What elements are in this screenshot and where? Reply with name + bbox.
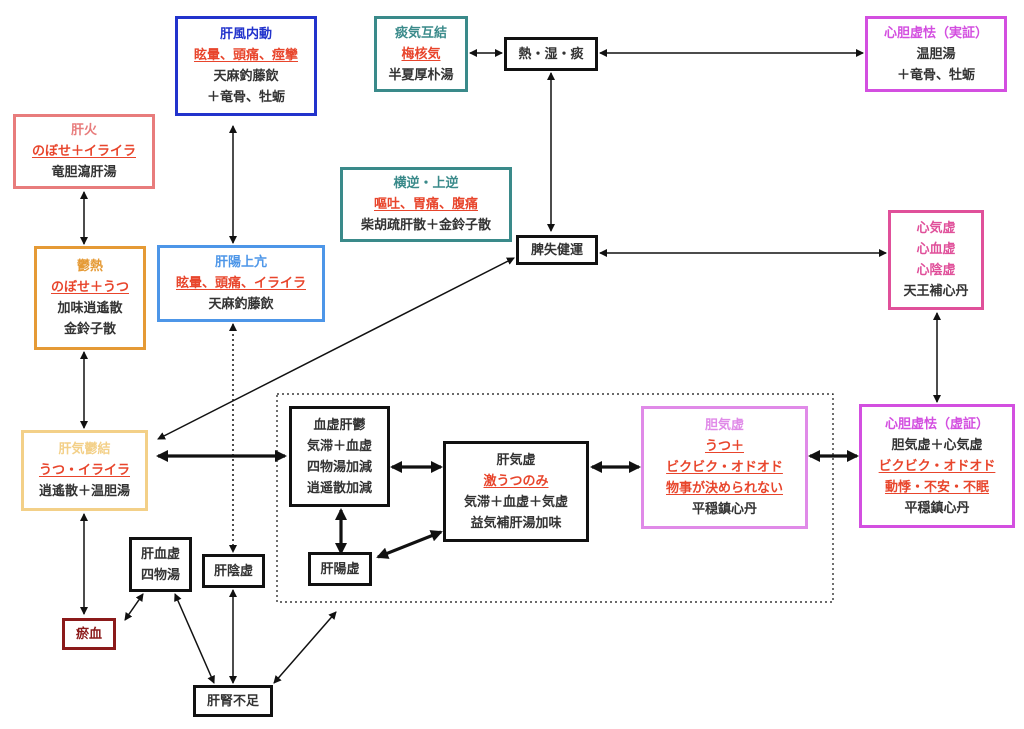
utsunetsu-line-0: 鬱熱 (76, 259, 103, 274)
kanka-line-1: のぼせ＋イライラ (31, 144, 136, 159)
shinki-line-2: 心陰虚 (916, 263, 956, 278)
tankikyo-line-4: 平穏鎮心丹 (691, 502, 757, 517)
ougyaku-line-1: 嘔吐、胃痛、腹痛 (373, 197, 478, 212)
arrow-kanketsu-kanjin (174, 593, 215, 684)
kanfu-line-0: 肝風内動 (219, 27, 272, 42)
box-kanki-kyo: 肝気虚激うつのみ気滞＋血虚＋気虚益気補肝湯加味 (443, 441, 589, 542)
box-kan-youkyo: 肝陽虚 (308, 552, 372, 586)
kanki-ukketsu-line-1: うつ・イライラ (38, 463, 130, 478)
ougyaku-line-2: 柴胡疏肝散＋金鈴子散 (360, 218, 491, 233)
shintan-kyo-line-2: ビクビク・オドオド (878, 458, 996, 474)
kankikyo-line-3: 益気補肝湯加味 (470, 515, 562, 531)
box-kanjin-fusoku: 肝腎不足 (193, 685, 273, 717)
shinki-line-0: 心気虚 (916, 221, 956, 236)
shintan-kyo-line-3: 動悸・不安・不眠 (884, 479, 989, 495)
kekkyo-line-0: 血虚肝鬱 (313, 417, 366, 433)
hishitsu-line-0: 脾失健運 (530, 242, 583, 258)
shintan-jitsu-line-1: 温胆湯 (916, 46, 956, 62)
shintan-jitsu-line-2: ＋竜骨、牡蛎 (896, 67, 975, 83)
box-kanfu-naido: 肝風内動眩暈、頭痛、痙攣天麻釣藤飲 ＋竜骨、牡蛎 (175, 16, 317, 116)
arrow-kanketsu-oketsu (124, 593, 144, 621)
netsu-line-0: 熱・湿・痰 (518, 46, 584, 62)
arrow-kanyo-kankikyo (376, 530, 443, 559)
utsunetsu-line-2: 加味逍遙散 (57, 301, 123, 316)
kanki-ukketsu-line-2: 逍遙散＋温胆湯 (38, 484, 130, 499)
kankikyo-line-2: 気滞＋血虚＋気虚 (463, 494, 568, 510)
shinki-line-1: 心血虚 (916, 242, 956, 257)
kanfu-line-2: 天麻釣藤飲 (213, 69, 279, 84)
kanjin-line-0: 肝腎不足 (206, 693, 259, 709)
shintan-jitsu-line-0: 心胆虚怯（実証） (883, 25, 988, 41)
oketsu-line-0: 瘀血 (75, 626, 102, 642)
box-kan-inkyo: 肝陰虚 (202, 554, 265, 588)
box-shintan-kyokyo-jissho: 心胆虚怯（実証） 温胆湯 ＋竜骨、牡蛎 (865, 16, 1007, 92)
kanyou-line-2: 天麻釣藤飲 (208, 297, 274, 312)
arrow-frame-kanjin (273, 611, 337, 684)
dotted-group-frame (276, 393, 834, 603)
box-tanki-goketsu: 痰気互結梅核気半夏厚朴湯 (374, 16, 468, 92)
tankikyo-line-1: うつ＋ (704, 439, 744, 454)
kanyou-line-1: 眩暈、頭痛、イライラ (175, 276, 306, 291)
kanketsu-line-0: 肝血虚 (140, 546, 180, 562)
tanki-line-2: 半夏厚朴湯 (388, 67, 454, 83)
box-oketsu: 瘀血 (62, 618, 116, 650)
tankikyo-line-2: ビクビク・オドオド (666, 460, 783, 475)
utsunetsu-line-1: のぼせ＋うつ (50, 280, 129, 295)
kankikyo-line-0: 肝気虚 (496, 452, 536, 468)
tanki-line-1: 梅核気 (401, 46, 441, 62)
box-kekkyo-kanutsu: 血虚肝鬱気滞＋血虚四物湯加減逍遥散加減 (289, 406, 390, 507)
box-shinki-kyo: 心気虚心血虚心陰虚天王補心丹 (888, 210, 984, 310)
kanin-line-0: 肝陰虚 (213, 563, 253, 579)
kanfu-line-3: ＋竜骨、牡蛎 (206, 90, 285, 105)
box-hishitsu-kenun: 脾失健運 (516, 235, 598, 265)
shintan-kyo-line-1: 胆気虚＋心気虚 (891, 437, 983, 453)
box-kanyou-joukou: 肝陽上亢眩暈、頭痛、イライラ天麻釣藤飲 (157, 245, 325, 322)
kanketsu-line-1: 四物湯 (140, 567, 180, 583)
kankikyo-line-1: 激うつのみ (483, 473, 549, 489)
shintan-kyo-line-4: 平穏鎮心丹 (904, 500, 970, 516)
tanki-line-0: 痰気互結 (394, 25, 447, 41)
kekkyo-line-2: 四物湯加減 (306, 459, 372, 475)
tankikyo-line-3: 物事が決められない (665, 481, 783, 496)
kanki-ukketsu-line-0: 肝気鬱結 (58, 442, 111, 457)
box-shintan-kyokyo-kyosho: 心胆虚怯（虚証） 胆気虚＋心気虚ビクビク・オドオド動悸・不安・不眠平穏鎮心丹 (859, 404, 1015, 528)
box-kanki-ukketsu: 肝気鬱結うつ・イライラ逍遙散＋温胆湯 (21, 430, 148, 511)
box-kan-kekkyo: 肝血虚四物湯 (129, 537, 192, 592)
kanka-line-2: 竜胆瀉肝湯 (51, 165, 117, 180)
kanka-line-0: 肝火 (70, 123, 97, 138)
tankikyo-line-0: 胆気虚 (704, 418, 744, 433)
kekkyo-line-3: 逍遥散加減 (306, 480, 372, 496)
shintan-kyo-line-0: 心胆虚怯（虚証） (884, 416, 989, 432)
box-ougyaku-jougyaku: 横逆・上逆嘔吐、胃痛、腹痛柴胡疏肝散＋金鈴子散 (340, 167, 512, 242)
kanyou-line-0: 肝陽上亢 (214, 255, 267, 270)
box-netsu-shitsu-tan: 熱・湿・痰 (504, 37, 598, 71)
kekkyo-line-1: 気滞＋血虚 (306, 438, 372, 454)
shinki-line-3: 天王補心丹 (903, 284, 969, 299)
box-kanka: 肝火のぼせ＋イライラ竜胆瀉肝湯 (13, 114, 155, 189)
utsunetsu-line-3: 金鈴子散 (63, 322, 116, 337)
box-utsunetsu: 鬱熱のぼせ＋うつ加味逍遙散金鈴子散 (34, 246, 146, 350)
arrow-hishitsu-kanki (157, 257, 515, 440)
ougyaku-line-0: 横逆・上逆 (393, 176, 459, 191)
kanfu-line-1: 眩暈、頭痛、痙攣 (193, 48, 298, 63)
box-tanki-kyo: 胆気虚うつ＋ ビクビク・オドオド物事が決められない平穏鎮心丹 (641, 406, 808, 529)
kanyo-kyo-line-0: 肝陽虚 (320, 561, 360, 577)
